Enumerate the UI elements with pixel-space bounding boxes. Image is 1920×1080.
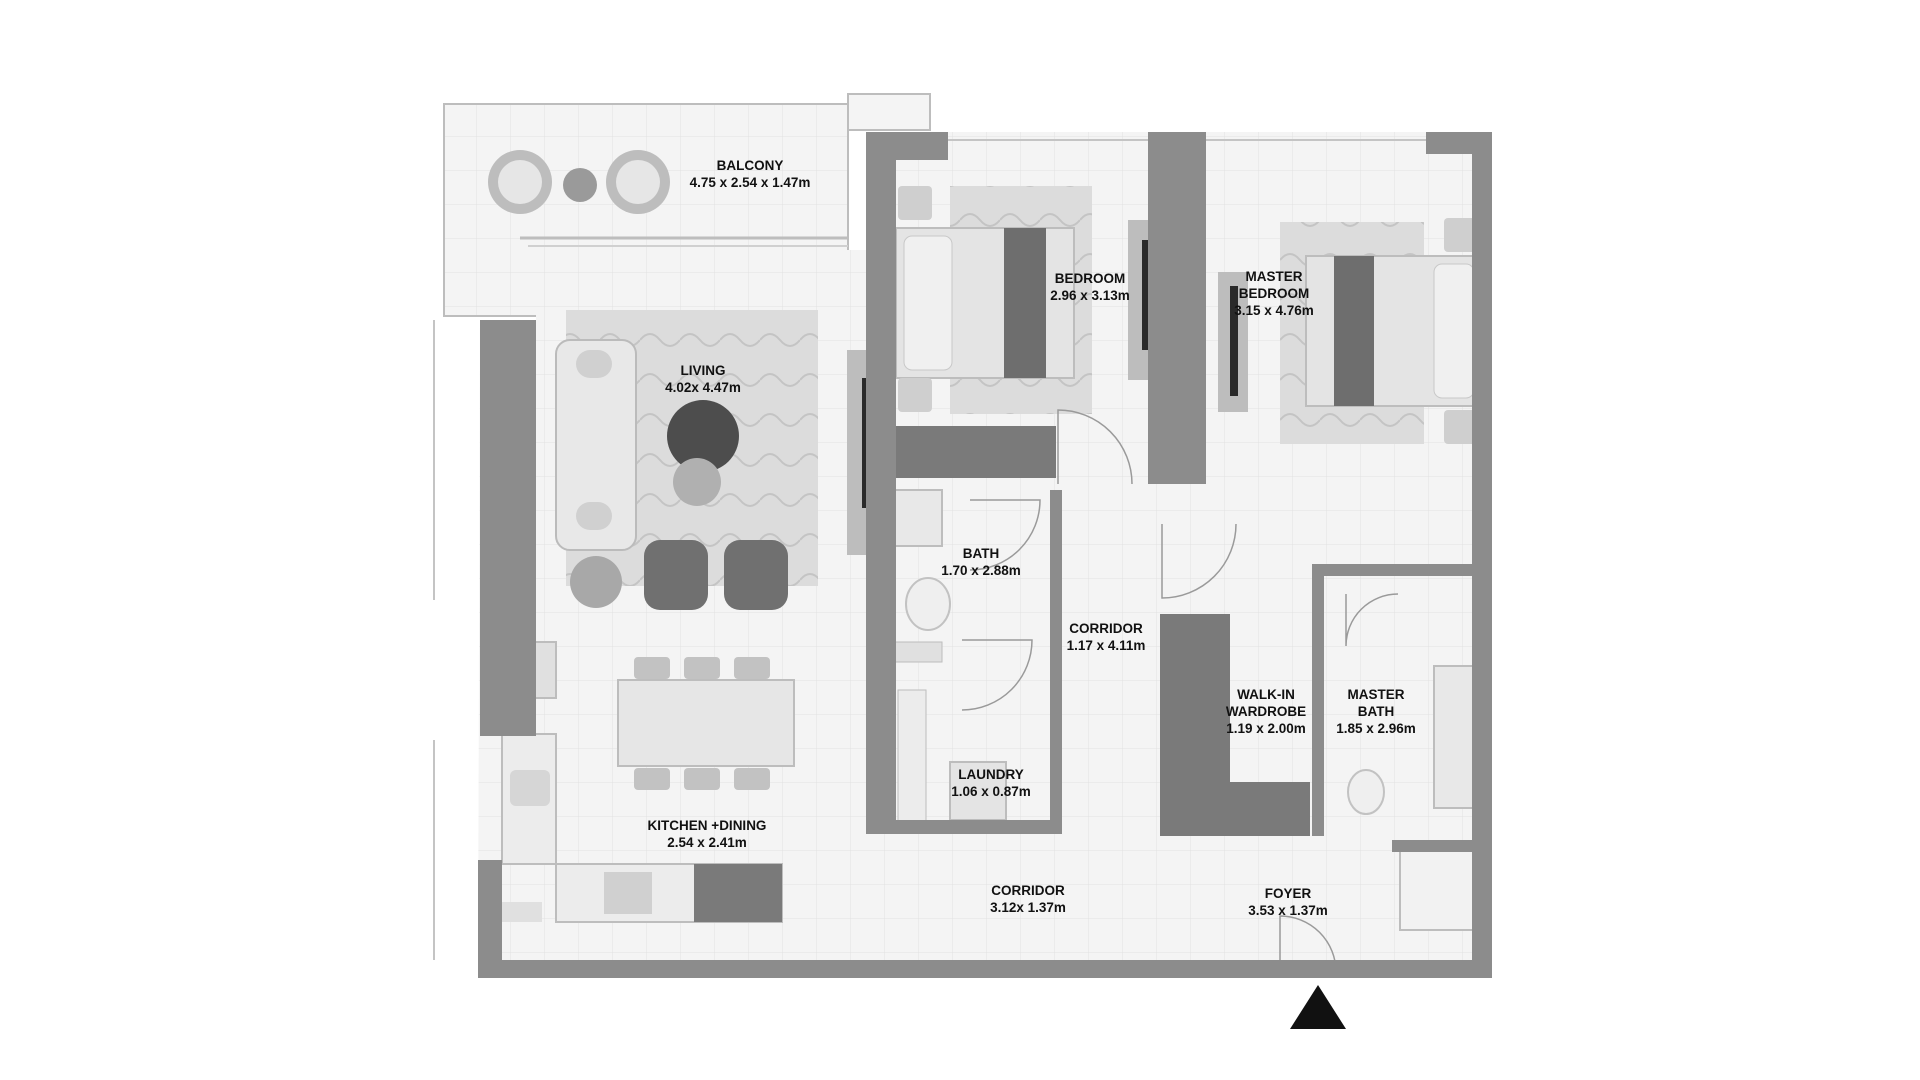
room-name: MASTER <box>1347 687 1405 702</box>
bedroom-label: BEDROOM 2.96 x 3.13m <box>1050 270 1130 304</box>
room-name: MASTER <box>1245 269 1303 284</box>
balcony-label: BALCONY 4.75 x 2.54 x 1.47m <box>690 157 811 191</box>
master-bedroom-label: MASTER BEDROOM 3.15 x 4.76m <box>1234 268 1314 319</box>
corridor-vertical-label: CORRIDOR 1.17 x 4.11m <box>1067 620 1146 654</box>
room-name: LIVING <box>680 363 726 378</box>
room-name: WARDROBE <box>1225 704 1307 719</box>
bedroom-furniture <box>895 186 1158 478</box>
room-size: 3.15 x 4.76m <box>1234 303 1314 318</box>
room-size: 1.85 x 2.96m <box>1336 721 1416 736</box>
walls <box>478 132 1492 978</box>
foyer-label: FOYER 3.53 x 1.37m <box>1248 885 1328 919</box>
balcony-furniture <box>488 150 670 214</box>
room-name: BALCONY <box>716 158 784 173</box>
bath-label: BATH 1.70 x 2.88m <box>941 545 1021 579</box>
room-name: LAUNDRY <box>958 767 1024 782</box>
corridor-horizontal-label: CORRIDOR 3.12x 1.37m <box>990 882 1066 916</box>
kitchen-dining-label: KITCHEN +DINING 2.54 x 2.41m <box>648 817 767 851</box>
room-size: 2.96 x 3.13m <box>1050 288 1130 303</box>
room-name: WALK-IN <box>1237 687 1295 702</box>
room-name: BEDROOM <box>1054 271 1126 286</box>
living-furniture <box>555 310 877 610</box>
master-bedroom-furniture <box>1218 218 1481 444</box>
room-name: CORRIDOR <box>991 883 1065 898</box>
room-size: 3.53 x 1.37m <box>1248 903 1328 918</box>
room-size: 1.06 x 0.87m <box>951 784 1031 799</box>
room-name: FOYER <box>1264 886 1312 901</box>
wet-areas <box>889 489 1489 931</box>
master-bath-label: MASTER BATH 1.85 x 2.96m <box>1336 686 1416 737</box>
room-size: 1.70 x 2.88m <box>941 563 1021 578</box>
room-size: 1.17 x 4.11m <box>1066 638 1146 653</box>
walk-in-wardrobe-label: WALK-IN WARDROBE 1.19 x 2.00m <box>1226 686 1306 737</box>
room-size: 2.54 x 2.41m <box>667 835 747 850</box>
room-size: 1.19 x 2.00m <box>1226 721 1306 736</box>
room-name: CORRIDOR <box>1069 621 1143 636</box>
room-name: KITCHEN +DINING <box>647 818 767 833</box>
room-name: BATH <box>1357 704 1395 719</box>
room-size: 3.12x 1.37m <box>990 900 1066 915</box>
room-name: BEDROOM <box>1238 286 1310 301</box>
windows <box>433 139 1426 960</box>
room-name: BATH <box>962 546 1000 561</box>
laundry-label: LAUNDRY 1.06 x 0.87m <box>951 766 1031 800</box>
room-size: 4.75 x 2.54 x 1.47m <box>689 175 811 190</box>
entrance-arrow-icon <box>1290 985 1346 1029</box>
room-size: 4.02x 4.47m <box>665 380 741 395</box>
living-label: LIVING 4.02x 4.47m <box>665 362 741 396</box>
